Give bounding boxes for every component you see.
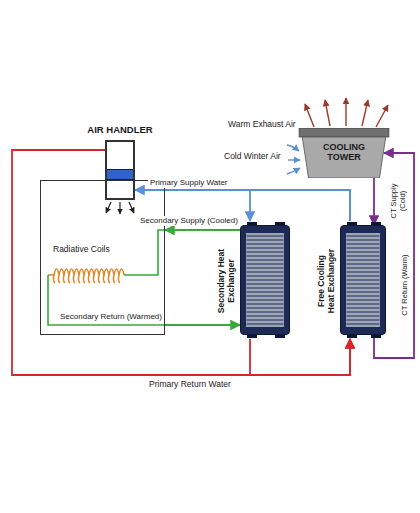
pipe-label: CT Supply (Cold)	[389, 179, 407, 223]
nozzle	[275, 222, 285, 226]
cold-air-arrows	[287, 145, 300, 174]
nozzle	[247, 222, 257, 226]
air-handler-box: AIR HANDLER	[105, 140, 135, 200]
cooling-tower: COOLING TOWER	[296, 128, 392, 178]
pipe-label: Secondary Return (Warmed)	[58, 312, 164, 322]
pipe-label: Primary Return Water	[147, 379, 233, 389]
nozzle	[347, 222, 357, 226]
coil-return-wire	[48, 275, 165, 325]
heat-exchanger-fins	[346, 233, 380, 327]
nozzle	[275, 334, 285, 338]
node-text: AIR HANDLER	[87, 125, 152, 136]
node-text: Free Cooling Heat Exchanger	[317, 245, 337, 317]
coil-supply-wire	[124, 230, 165, 275]
warm-exhaust-arrows	[305, 98, 388, 127]
nozzle	[247, 334, 257, 338]
pipe-label: Primary Supply Water	[148, 178, 230, 188]
pipe-connector	[12, 150, 350, 375]
pipe-connector	[373, 178, 375, 225]
node-text: Secondary Heat Exchanger	[217, 245, 237, 317]
air-label: Warm Exhaust Air	[226, 119, 298, 129]
heat-exchanger: Secondary Heat Exchanger	[240, 225, 290, 335]
node-text: COOLING TOWER	[296, 142, 392, 163]
radiative-coil	[48, 269, 124, 283]
nozzle	[371, 334, 381, 338]
air-label: Cold Winter Air	[222, 151, 283, 161]
nozzle	[347, 334, 357, 338]
pipe-connector	[165, 324, 240, 326]
heat-exchanger: Free Cooling Heat Exchanger	[340, 225, 386, 335]
pipe-connector	[250, 339, 350, 375]
air-flow-arrows	[106, 202, 134, 214]
node-text: Radiative Coils	[53, 245, 110, 255]
pipe-label: CT Return (Warm)	[400, 243, 409, 327]
cooling-coil-stripe	[107, 169, 133, 180]
pipe-connector	[250, 190, 350, 221]
pipe-label: Secondary Supply (Cooled)	[138, 216, 240, 226]
pipe-connector	[165, 229, 240, 231]
heat-exchanger-fins	[246, 233, 284, 327]
nozzle	[371, 222, 381, 226]
